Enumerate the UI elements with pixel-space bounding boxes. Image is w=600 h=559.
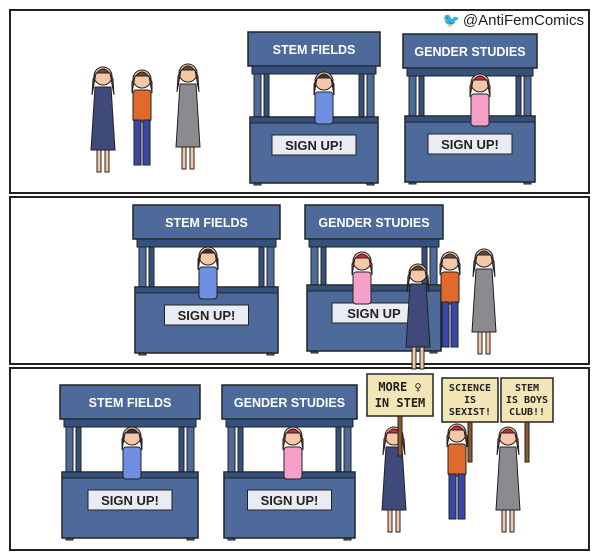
credit-handle: @AntiFemComics [462,12,584,29]
booth-gender-studies: GENDER STUDIES SIGN UP! [402,33,538,185]
sign-up-card [427,133,513,155]
booth-title: GENDER STUDIES [318,216,429,230]
credit: 🐦 @AntiFemComics [440,12,586,29]
gender-recruiter [282,426,304,480]
sign-up-text: SIGN UP! [285,138,343,153]
placard-stick [524,421,530,463]
placard-text: SEXIST! [449,407,491,418]
sign-up-card [271,134,357,156]
stem-recruiter [197,246,219,300]
sign-up-text: SIGN UP! [441,137,499,152]
sign-up-text: SIGN UP [347,306,401,321]
sign-up-text: SIGN UP! [178,308,236,323]
placard-text: STEM [515,383,539,394]
sign-up-card [247,489,332,511]
placard-text: CLUB!! [509,407,545,418]
woman-1 [405,263,431,370]
placard-text: SCIENCE [449,383,491,394]
booth-title: STEM FIELDS [165,216,248,230]
booth-stem-fields: STEM FIELDS SIGN UP! [247,31,381,186]
stem-recruiter [313,71,335,125]
woman-3 [471,248,497,355]
woman-2 [439,251,461,348]
placard-text: IN STEM [375,396,426,410]
woman-protester-3 [495,426,521,533]
booth-title: GENDER STUDIES [234,396,345,410]
twitter-bird-icon: 🐦 [442,12,460,28]
placard-text: IS BOYS [506,395,548,406]
woman-3 [175,63,201,170]
stem-recruiter [121,426,143,480]
woman-2 [131,69,153,166]
sign-up-text: SIGN UP! [101,493,159,508]
placard-text: IS [464,395,476,406]
gender-recruiter [469,73,491,127]
sign-up-card [87,489,173,511]
placard-stick [467,421,473,463]
sign-up-card [164,304,249,326]
protest-placard: MORE ♀ IN STEM [366,373,434,417]
woman-protester-2 [446,423,468,520]
booth-title: STEM FIELDS [89,396,172,410]
placard-text: MORE ♀ [378,380,421,394]
booth-title: STEM FIELDS [273,43,356,57]
placard-stick [397,415,403,457]
gender-recruiter [351,251,373,305]
booth-title: GENDER STUDIES [414,45,525,59]
woman-1 [90,66,116,173]
sign-up-text: SIGN UP! [261,493,319,508]
